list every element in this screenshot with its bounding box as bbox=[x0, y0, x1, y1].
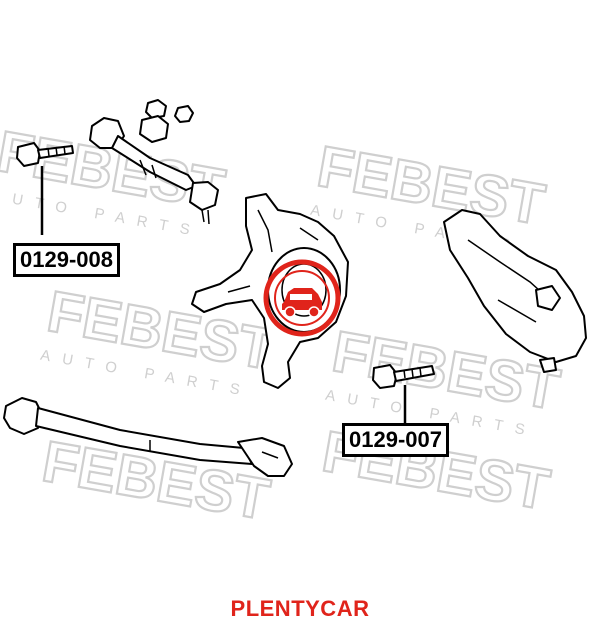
lower-lateral-arm bbox=[3, 397, 293, 477]
part-number-label-0129-007: 0129-007 bbox=[342, 423, 449, 457]
part-number-label-0129-008: 0129-008 bbox=[13, 243, 120, 277]
bushing-small-upper bbox=[139, 99, 194, 143]
brand-stamp-logo bbox=[263, 259, 341, 337]
upper-control-arm bbox=[89, 117, 219, 225]
bolt-0129-008 bbox=[16, 142, 74, 235]
trailing-arm bbox=[443, 209, 587, 373]
watermark-1: FEBEST AUTO PARTS bbox=[309, 133, 550, 256]
bolt-0129-007 bbox=[372, 364, 435, 428]
footer-brand-text: PLENTYCAR bbox=[230, 596, 370, 621]
